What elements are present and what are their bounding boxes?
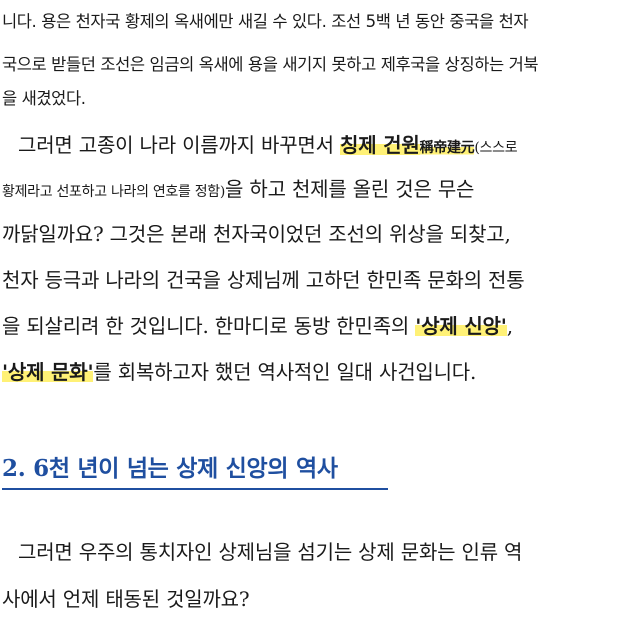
text-run: 황제라고 선포하고 나라의 연호를 정함) — [2, 184, 226, 200]
highlight-term: '상제 문화' — [2, 360, 94, 384]
paragraph-line: 그러면 고종이 나라 이름까지 바꾸면서 칭제 건원稱帝建元(스스로 — [18, 129, 620, 158]
paragraph-line: 천자 등극과 나라의 건국을 상제님께 고하던 한민족 문화의 전통 — [2, 268, 525, 292]
highlight-term: 칭제 건원 — [340, 133, 420, 157]
hanja-term: 稱帝建元 — [419, 140, 475, 156]
paragraph-line: 니다. 용은 천자국 황제의 옥새에만 새길 수 있다. 조선 5백 년 동안 … — [2, 12, 529, 31]
text-run: , — [506, 314, 513, 338]
heading-underline — [2, 488, 388, 490]
paragraph-line: 을 되살리려 한 것입니다. 한마디로 동방 한민족의 '상제 신앙', — [2, 310, 620, 339]
paragraph-line: 국으로 받들던 조선은 임금의 옥새에 용을 새기지 못하고 제후국을 상징하는… — [2, 55, 539, 74]
text-run: 을 하고 천제를 올린 것은 무슨 — [225, 177, 475, 201]
text-run: (스스로 — [474, 140, 518, 156]
highlight-term: '상제 신앙' — [415, 314, 507, 338]
text-run: 그러면 고종이 나라 이름까지 바꾸면서 — [18, 133, 340, 157]
paragraph-line: '상제 문화'를 회복하고자 했던 역사적인 일대 사건입니다. — [2, 356, 620, 385]
paragraph-line: 황제라고 선포하고 나라의 연호를 정함)을 하고 천제를 올린 것은 무슨 — [2, 173, 620, 202]
section-heading: 2. 6천 년이 넘는 상제 신앙의 역사 — [2, 455, 338, 482]
paragraph-line: 까닭일까요? 그것은 본래 천자국이었던 조선의 위상을 되찾고, — [2, 222, 511, 246]
text-run: 을 되살리려 한 것입니다. 한마디로 동방 한민족의 — [2, 314, 416, 338]
paragraph-line: 사에서 언제 태동된 것일까요? — [2, 587, 250, 611]
text-run: 를 회복하고자 했던 역사적인 일대 사건입니다. — [93, 360, 477, 384]
paragraph-line: 그러면 우주의 통치자인 상제님을 섬기는 상제 문화는 인류 역 — [18, 540, 523, 564]
paragraph-line: 을 새겼었다. — [2, 89, 86, 108]
